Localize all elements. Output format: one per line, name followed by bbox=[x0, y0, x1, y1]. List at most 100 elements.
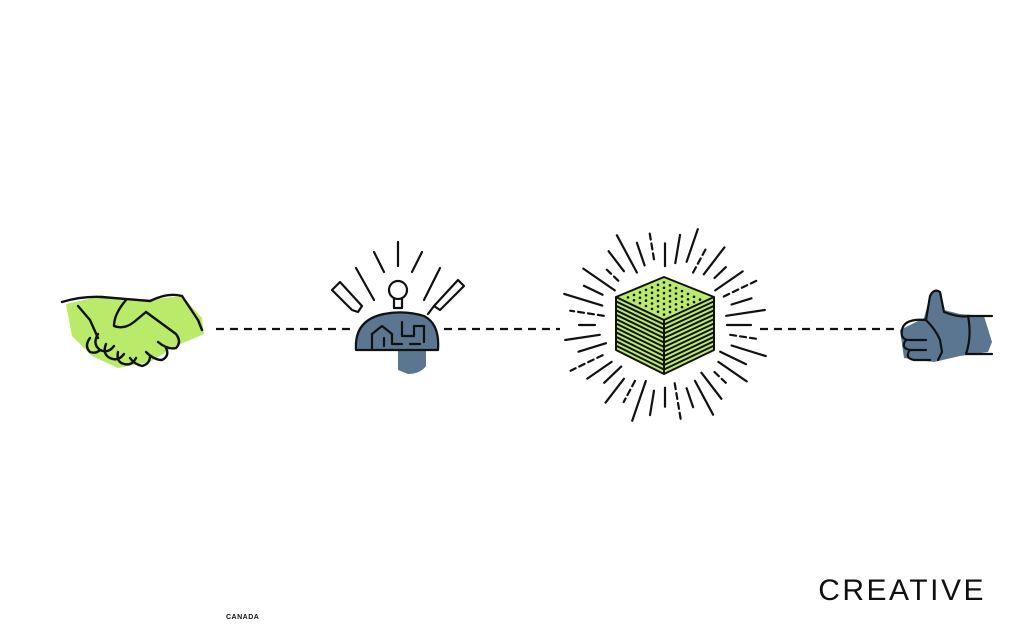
cube-dot bbox=[686, 292, 690, 296]
cube-ray bbox=[635, 241, 646, 267]
cube-ray bbox=[648, 229, 656, 261]
cube-left-stripe bbox=[615, 304, 665, 330]
cube-left-stripe bbox=[615, 313, 665, 339]
cube-ray bbox=[700, 371, 723, 400]
cube-right-stripe bbox=[663, 313, 715, 339]
cube-dot bbox=[656, 299, 660, 303]
cube-right-stripe bbox=[663, 335, 715, 362]
cube-dot bbox=[662, 313, 666, 316]
cube-ray bbox=[717, 360, 748, 383]
cube-ray bbox=[691, 246, 708, 274]
cube-dot bbox=[662, 281, 666, 284]
cube-ray bbox=[615, 234, 639, 274]
cube-ray bbox=[685, 228, 699, 263]
cube-dot bbox=[644, 299, 648, 302]
cube-ray bbox=[564, 333, 601, 342]
cube-dot bbox=[656, 294, 660, 297]
cube-dot bbox=[632, 293, 636, 297]
cube-ray bbox=[674, 233, 682, 265]
cube-right-stripe bbox=[663, 331, 715, 357]
cube-ray bbox=[604, 377, 626, 404]
cube-dot bbox=[668, 310, 672, 314]
cube-dot bbox=[638, 291, 642, 294]
cube-left-stripe bbox=[615, 327, 665, 353]
brain-idea-icon bbox=[330, 240, 466, 374]
cube-ray bbox=[714, 270, 744, 292]
cube-ray bbox=[685, 387, 695, 409]
cube-dot bbox=[644, 294, 648, 297]
cube-left-stripe bbox=[615, 318, 665, 344]
cube-ray bbox=[729, 333, 761, 341]
thumbs-up-icon bbox=[900, 289, 994, 362]
cube-dot bbox=[680, 295, 684, 298]
cube-right-stripe bbox=[663, 340, 715, 366]
cube-ray bbox=[702, 246, 726, 276]
cube-dot bbox=[656, 289, 660, 292]
brand-sub-label: CANADA bbox=[226, 614, 260, 621]
handshake-icon bbox=[60, 293, 204, 368]
cube-left-stripe bbox=[615, 322, 665, 348]
cube-dot bbox=[644, 304, 648, 308]
cube-right-stripe bbox=[663, 322, 715, 348]
cube-dot bbox=[650, 302, 654, 305]
cube-ray bbox=[622, 379, 637, 404]
cube-ray bbox=[582, 267, 616, 292]
cube-dot bbox=[638, 301, 642, 305]
cube-right-stripe bbox=[663, 326, 715, 353]
cube-dot bbox=[668, 294, 672, 298]
cube-dot bbox=[638, 296, 642, 300]
cube-dot bbox=[662, 291, 666, 295]
cube-dot bbox=[662, 286, 666, 290]
cube-right-stripe bbox=[663, 318, 715, 344]
cube-ray bbox=[725, 308, 766, 317]
cube-dot bbox=[662, 308, 666, 311]
cube-left-stripe bbox=[615, 340, 665, 366]
cube-right-stripe bbox=[663, 304, 715, 330]
cube-right-stripe bbox=[663, 344, 715, 371]
cube-dot bbox=[650, 291, 654, 295]
cube-dot bbox=[662, 297, 666, 300]
cube-dot bbox=[644, 288, 648, 292]
cube-dot bbox=[668, 284, 672, 287]
cube-ray bbox=[693, 379, 715, 416]
cube-dot bbox=[692, 295, 696, 299]
cube-right-stripe bbox=[663, 300, 715, 326]
cube-left-stripe bbox=[615, 300, 665, 326]
cube-left-stripe bbox=[615, 344, 665, 371]
cube-dot bbox=[692, 300, 696, 304]
cube-right-stripe bbox=[663, 309, 715, 335]
cube-dot bbox=[674, 308, 678, 311]
cube-dot bbox=[650, 307, 654, 311]
cube-ray bbox=[582, 284, 604, 296]
cube-ray bbox=[563, 292, 604, 307]
cube-dot bbox=[668, 300, 672, 303]
cube-dot bbox=[680, 305, 684, 309]
cube-dot bbox=[650, 296, 654, 300]
cube-ray bbox=[719, 350, 748, 366]
cube-left-stripe bbox=[615, 331, 665, 357]
cube-dot bbox=[674, 297, 678, 301]
cube-ray bbox=[577, 342, 608, 353]
cube-dot bbox=[674, 286, 678, 290]
cube-ray bbox=[603, 365, 623, 384]
cube-dot bbox=[650, 286, 654, 289]
cube-left-stripe bbox=[615, 335, 665, 362]
cube-dot bbox=[686, 298, 690, 301]
cube-dot bbox=[662, 302, 666, 306]
brand-wordmark: CREATIVE bbox=[818, 574, 986, 607]
cube-ray bbox=[722, 278, 761, 298]
cube-ray bbox=[673, 382, 682, 421]
cube-dot bbox=[626, 296, 630, 299]
cube-ray bbox=[569, 309, 605, 317]
cube-ray bbox=[607, 250, 626, 273]
cube-ray bbox=[713, 370, 727, 384]
cube-ray bbox=[586, 360, 613, 380]
cube-dot bbox=[674, 292, 678, 295]
cube-dot bbox=[686, 303, 690, 306]
cube-ray bbox=[648, 389, 656, 417]
cube-dot bbox=[668, 305, 672, 309]
cube-left-stripe bbox=[615, 309, 665, 335]
cube-ray bbox=[569, 354, 604, 372]
cube-ray bbox=[603, 266, 620, 282]
